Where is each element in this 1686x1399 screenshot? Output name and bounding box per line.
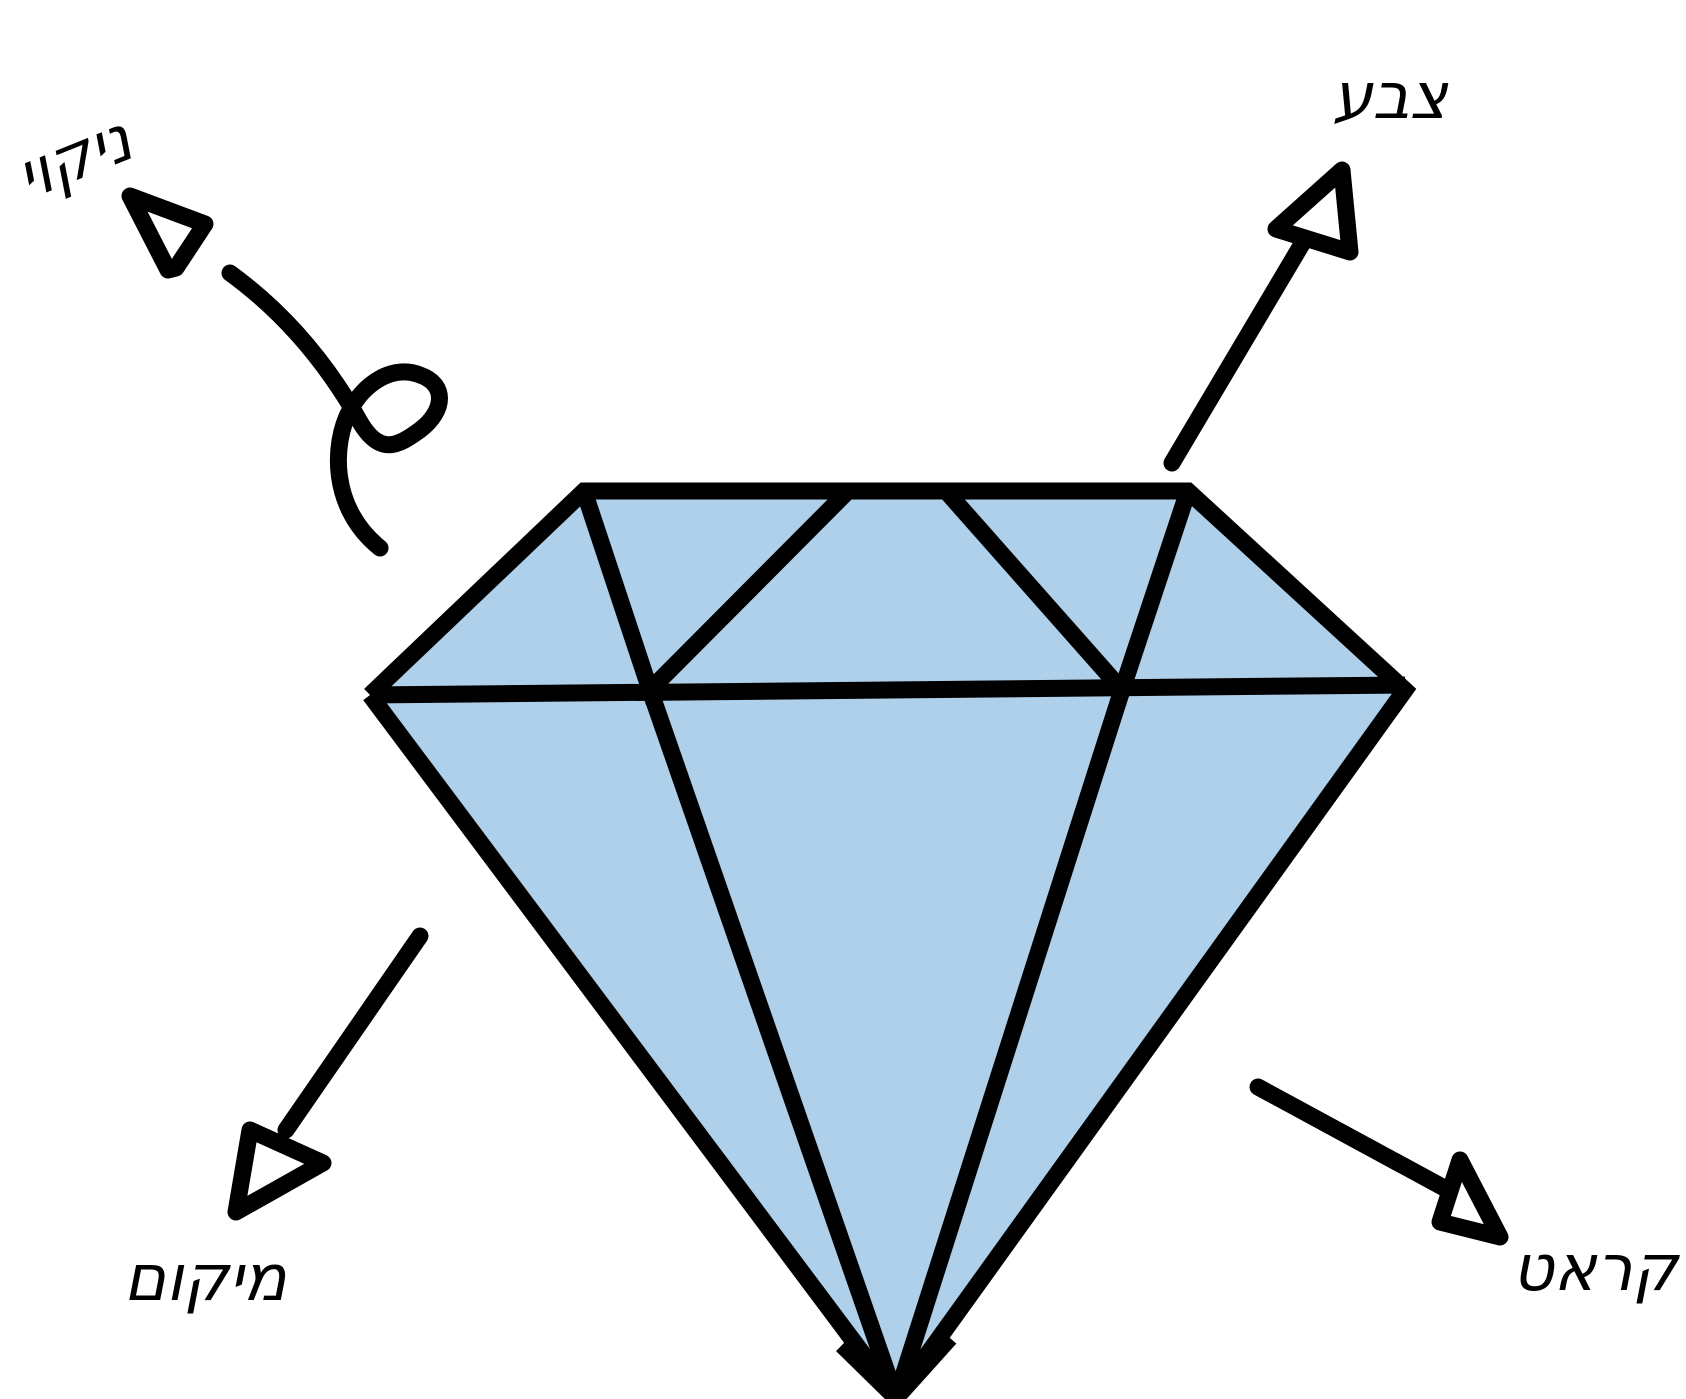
carat-arrow — [1249, 1078, 1509, 1246]
clarity-arrow — [121, 187, 448, 557]
label-cut: מיקום — [123, 1242, 288, 1316]
diamond-outline — [363, 482, 1417, 1399]
diamond — [363, 482, 1417, 1399]
label-carat: קראט — [1512, 1232, 1680, 1306]
label-color: צבע — [1332, 60, 1448, 134]
color-arrow-shaft — [1163, 235, 1311, 472]
cut-arrowhead — [227, 1121, 332, 1221]
cut-arrow — [227, 927, 429, 1221]
diamond-girdle-line — [369, 676, 1406, 704]
clarity-arrowhead — [121, 187, 214, 279]
diamond-tip — [836, 1332, 957, 1399]
cut-arrow-shaft — [277, 927, 429, 1139]
color-arrowhead — [1267, 161, 1359, 261]
pavilion-facet-right — [887, 687, 1131, 1399]
carat-arrow-shaft — [1249, 1078, 1457, 1199]
carat-arrowhead — [1431, 1151, 1509, 1246]
diamond-fill — [370, 491, 1405, 1398]
color-arrow — [1163, 161, 1359, 472]
pavilion-facet-left — [641, 687, 905, 1399]
clarity-arrow-shaft — [221, 264, 448, 557]
